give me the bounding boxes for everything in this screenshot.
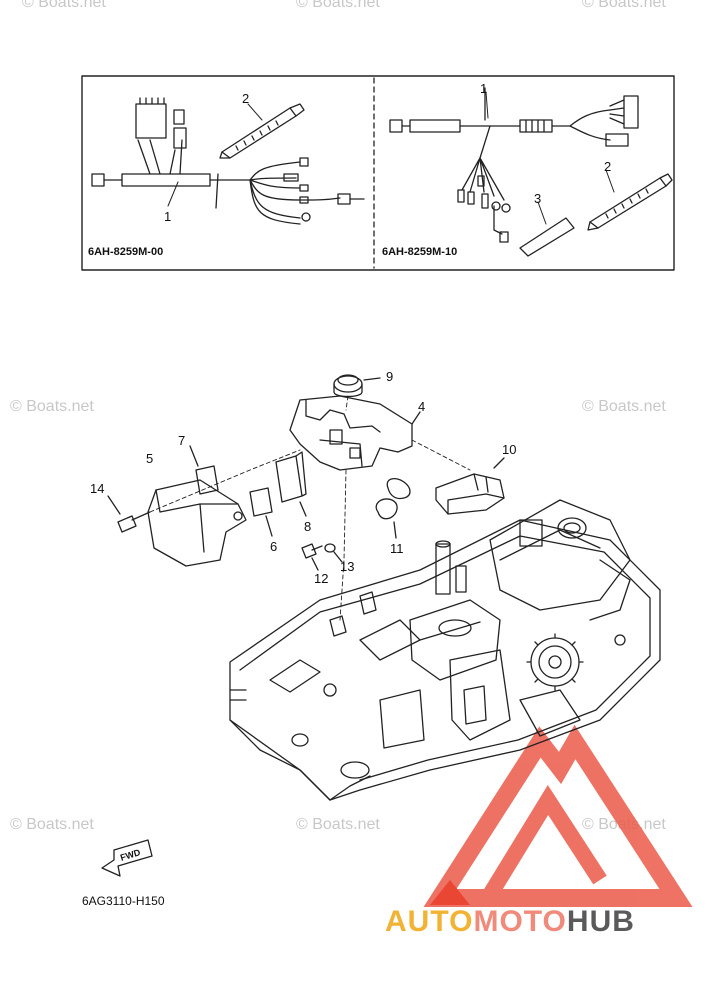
part-plate-6 <box>249 487 273 537</box>
callout-11: 11 <box>390 541 404 556</box>
cable-tie-right <box>587 173 673 231</box>
part-cover <box>147 479 247 567</box>
callout-13: 13 <box>340 559 355 574</box>
watermark-bottom-mid: © Boats.net <box>296 816 380 833</box>
inset-left-label-2: 2 <box>242 91 250 106</box>
callout-9: 9 <box>386 369 394 384</box>
watermark-top-left: © Boats.net <box>22 0 106 11</box>
callout-12: 12 <box>314 571 329 586</box>
inset-right-label-2: 2 <box>604 159 612 174</box>
part-holder <box>275 451 307 517</box>
callout-6: 6 <box>270 539 278 554</box>
part-clamp <box>375 477 411 539</box>
part-plate-7 <box>189 445 219 495</box>
watermark-top-mid: © Boats.net <box>296 0 380 11</box>
inset-left-code: 6AH-8259M-00 <box>88 246 164 258</box>
harness-right <box>389 87 639 243</box>
inset-left-label-1: 1 <box>164 209 172 224</box>
inset-right-label-3: 3 <box>534 191 542 206</box>
inset-right-code: 6AH-8259M-10 <box>382 246 458 258</box>
callout-7: 7 <box>178 433 186 448</box>
part-bolt <box>301 543 343 571</box>
tube-right <box>519 217 575 257</box>
callout-4: 4 <box>418 399 426 414</box>
fwd-arrow <box>101 839 153 877</box>
harness-left <box>91 97 365 225</box>
inset-box <box>81 75 675 271</box>
callout-14: 14 <box>90 481 105 496</box>
callout-10: 10 <box>502 442 517 457</box>
part-bracket <box>289 395 421 471</box>
callout-5: 5 <box>146 451 154 466</box>
watermark-bottom-left: © Boats.net <box>10 816 94 833</box>
logo-part-auto: AUTO <box>385 905 474 938</box>
watermark-mid-right: © Boats.net <box>582 398 666 415</box>
inset-right-label-1: 1 <box>480 81 488 96</box>
logo-wordmark: AUTOMOTOHUB <box>385 905 635 939</box>
part-connector <box>435 457 505 515</box>
callout-8: 8 <box>304 519 312 534</box>
figure-code: 6AG3110-H150 <box>82 894 165 908</box>
engine-block <box>229 499 661 801</box>
part-grommet <box>333 374 381 398</box>
watermark-top-right: © Boats.net <box>582 0 666 11</box>
watermark-mid-left: © Boats.net <box>10 398 94 415</box>
logo-part-hub: HUB <box>566 905 635 938</box>
part-screw <box>107 495 151 533</box>
logo-part-moto: MOTO <box>473 905 567 938</box>
cable-tie-left <box>219 103 305 159</box>
